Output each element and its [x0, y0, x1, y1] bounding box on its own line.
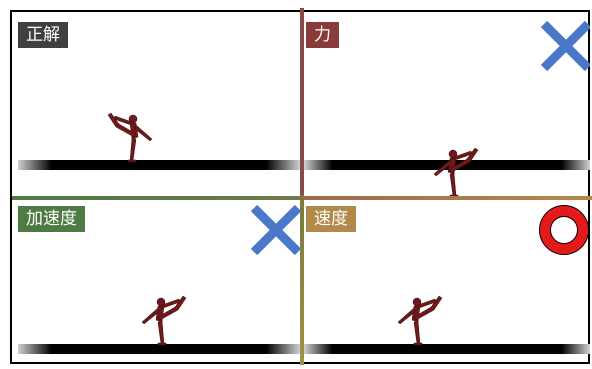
panel-force: 力: [304, 12, 590, 196]
label-acceleration: 加速度: [18, 206, 85, 232]
label-acceleration-text: 加速度: [26, 206, 77, 232]
skater-figure: [100, 105, 160, 165]
label-force: 力: [306, 22, 339, 48]
circle-mark: [538, 204, 590, 256]
skater-figure: [134, 288, 194, 348]
label-velocity: 速度: [306, 206, 356, 232]
panel-acceleration: 加速度: [12, 200, 300, 362]
skater-figure: [390, 288, 450, 348]
cross-mark: [250, 204, 300, 256]
cross-mark: [540, 20, 590, 72]
label-correct: 正解: [18, 22, 68, 48]
label-velocity-text: 速度: [314, 206, 348, 232]
label-force-text: 力: [314, 22, 331, 48]
label-correct-text: 正解: [26, 22, 60, 48]
panel-velocity: 速度: [304, 200, 590, 362]
panel-correct: 正解: [12, 12, 300, 196]
skater-figure: [426, 140, 486, 196]
